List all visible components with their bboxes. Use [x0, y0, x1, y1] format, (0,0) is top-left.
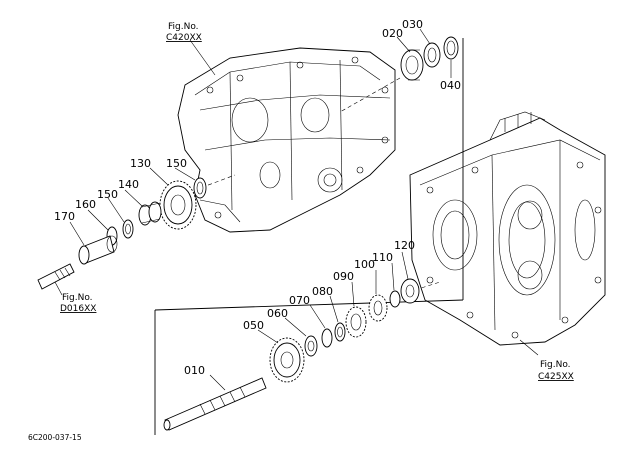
gear-130: [159, 180, 197, 230]
callout-010: 010: [184, 364, 205, 377]
collar-150-lower: [122, 219, 134, 239]
gear-100: [368, 294, 388, 322]
collar-080: [334, 322, 346, 342]
upper-transmission-case: [177, 47, 396, 233]
callout-060: 060: [267, 307, 288, 320]
lower-transmission-case: [409, 111, 606, 346]
fig-ref-label: Fig.No.: [540, 360, 571, 370]
fig-ref-label: Fig.No.: [62, 293, 93, 303]
callout-090: 090: [333, 270, 354, 283]
fig-ref-code: C420XX: [166, 33, 202, 43]
callout-140: 140: [118, 178, 139, 191]
washer-070: [321, 328, 333, 348]
callout-110: 110: [372, 251, 393, 264]
collar-110: [389, 290, 401, 308]
callout-040: 040: [440, 79, 461, 92]
fig-ref-c425xx[interactable]: Fig.No. C425XX: [538, 360, 574, 382]
callout-100: 100: [354, 258, 375, 271]
callout-170: 170: [54, 210, 75, 223]
bearing-120: [400, 278, 420, 304]
shaft-end-d016: [37, 263, 75, 290]
callout-080: 080: [312, 285, 333, 298]
circlip-040: [443, 36, 459, 60]
shaft-010: [163, 377, 267, 431]
bearing-060: [304, 335, 318, 357]
bearing-030: [423, 42, 441, 68]
drawing-code: 6C200-037-15: [28, 433, 82, 442]
gear-050: [269, 337, 305, 383]
callout-030: 030: [402, 18, 423, 31]
callout-150-lower: 150: [97, 188, 118, 201]
fig-ref-d016xx[interactable]: Fig.No. D016XX: [60, 293, 96, 314]
collar-150-upper: [193, 177, 207, 199]
fig-ref-c420xx[interactable]: Fig.No. C420XX: [166, 22, 202, 43]
callout-160: 160: [75, 198, 96, 211]
gear-090: [345, 306, 367, 338]
fig-ref-code: D016XX: [60, 304, 96, 314]
fig-ref-code: C425XX: [538, 372, 574, 382]
callout-130: 130: [130, 157, 151, 170]
bearing-020: [400, 49, 424, 81]
tube-170: [78, 235, 118, 265]
leader-lines: [54, 28, 539, 391]
callout-070: 070: [289, 294, 310, 307]
callout-020: 020: [382, 27, 403, 40]
callout-050: 050: [243, 319, 264, 332]
part-callouts: 020 030 040 130 150 140 150 160 170 010 …: [54, 18, 461, 377]
fig-ref-label: Fig.No.: [168, 22, 199, 32]
callout-120: 120: [394, 239, 415, 252]
needle-bearing-140: [138, 201, 162, 226]
callout-150-upper: 150: [166, 157, 187, 170]
